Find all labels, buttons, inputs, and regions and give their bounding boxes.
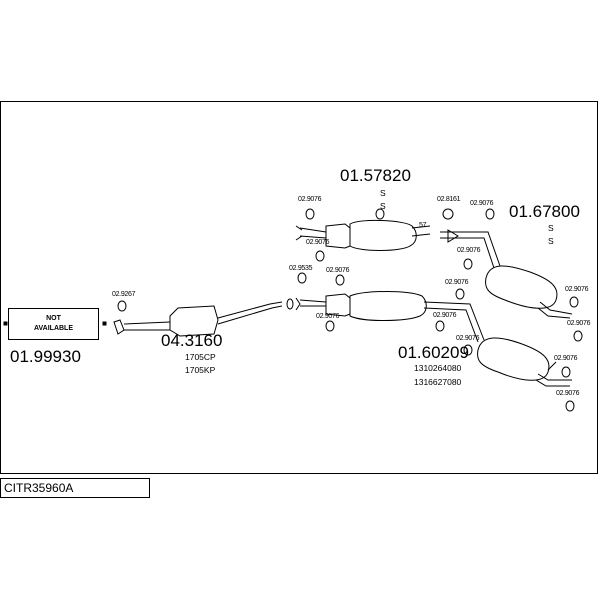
subcode-1316627080: 1316627080 (414, 377, 462, 387)
catalytic-converter (169, 305, 219, 337)
fitting-02-9076-f: 02.9076 (457, 247, 481, 254)
mid-inlet-pipe (299, 299, 327, 307)
subcode-1310264080: 1310264080 (414, 363, 462, 373)
diagram-frame (0, 101, 598, 474)
fitting-02-8161: 02.8161 (437, 196, 461, 203)
right-upper-muffler (485, 265, 558, 309)
part-04-3160: 04.3160 (161, 331, 223, 350)
subcode-1705cp: 1705CP (185, 352, 216, 362)
upper-muffler-outlet (411, 225, 431, 237)
part-01-57820: 01.57820 (340, 166, 411, 185)
subcode-1705kp: 1705KP (185, 365, 216, 375)
marker-right (102, 321, 107, 326)
mid-outlet-pipe (423, 301, 485, 343)
upper-clamp-bits (295, 225, 303, 241)
model-code: CITR35960A (0, 478, 150, 498)
right-upper-tailpipe (537, 301, 573, 319)
fitting-02-9535: 02.9535 (289, 265, 313, 272)
marker-left (3, 321, 8, 326)
not-available-line1: NOT (46, 315, 61, 322)
outlet-ring (286, 298, 294, 310)
hanger-rings (117, 208, 583, 412)
upper-inlet-pipe (299, 227, 327, 239)
s-mark-4: S (548, 236, 554, 246)
clamp-57: 57 (419, 222, 427, 229)
upper-muffler (349, 219, 417, 251)
fitting-02-9076-b: 02.9076 (306, 239, 330, 246)
fitting-02-9076-c: 02.9076 (326, 267, 350, 274)
not-available-line2: AVAILABLE (33, 325, 74, 332)
right-clamp (447, 229, 459, 243)
not-available-box: NOT AVAILABLE (8, 308, 99, 340)
s-mark-1: S (380, 188, 386, 198)
fitting-02-9076-m: 02.9076 (556, 390, 580, 397)
fitting-02-9076-a: 02.9076 (298, 196, 322, 203)
fitting-02-9076-i: 02.9076 (456, 335, 480, 342)
cat-outlet-pipe (217, 301, 283, 325)
fitting-02-9076-h: 02.9076 (433, 312, 457, 319)
fitting-02-9076-e: 02.9076 (470, 200, 494, 207)
fitting-02-9076-g: 02.9076 (445, 279, 469, 286)
part-01-60209: 01.60209 (398, 343, 469, 362)
right-lower-muffler (477, 337, 550, 381)
right-lower-bracket (547, 361, 557, 371)
s-mark-3: S (548, 223, 554, 233)
fitting-02-9267: 02.9267 (112, 291, 136, 298)
mid-clamp-bits (295, 297, 301, 311)
part-01-99930: 01.99930 (10, 347, 81, 366)
fitting-02-9076-l: 02.9076 (554, 355, 578, 362)
fitting-02-9076-d: 02.9076 (316, 313, 340, 320)
right-lower-tailpipe (535, 373, 572, 387)
fitting-02-9076-k: 02.9076 (567, 320, 591, 327)
front-pipe (123, 321, 171, 331)
s-mark-2: S (380, 201, 386, 211)
part-01-67800: 01.67800 (509, 202, 580, 221)
fitting-02-9076-j: 02.9076 (565, 286, 589, 293)
